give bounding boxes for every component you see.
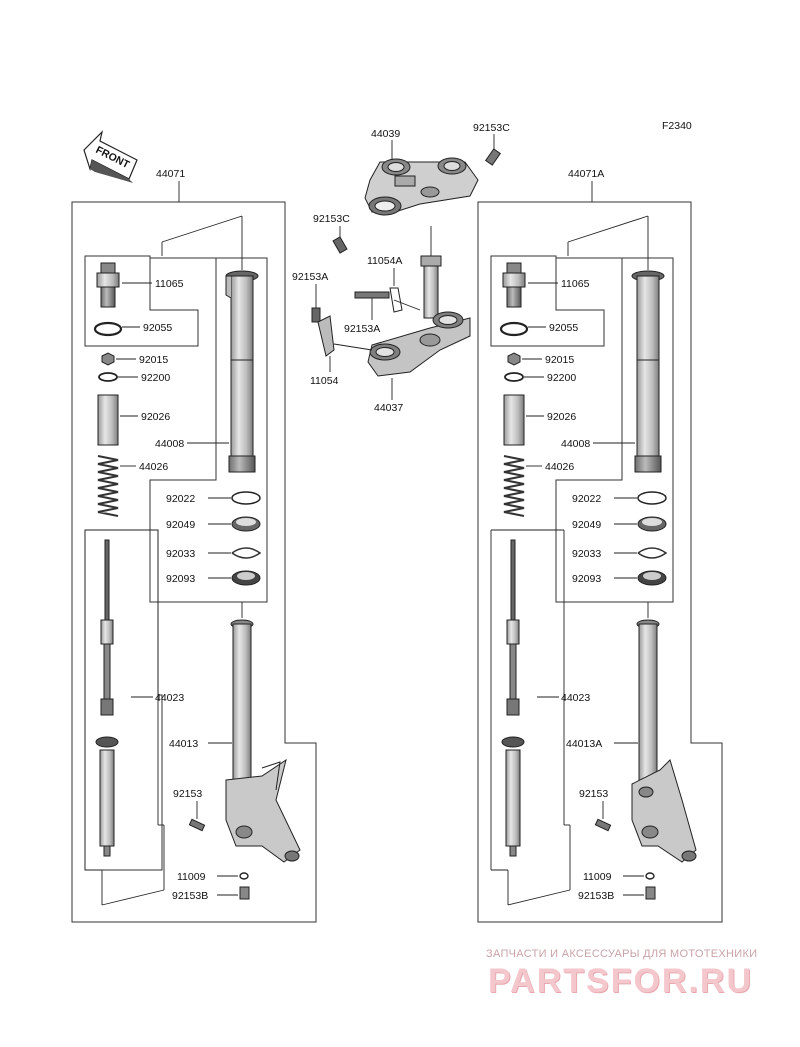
bolt-icon bbox=[311, 307, 321, 323]
watermark-brand: PARTSFOR.RU bbox=[488, 962, 754, 1000]
steering-stem-icon bbox=[420, 255, 442, 319]
o-ring-icon bbox=[499, 321, 529, 337]
label-92093: 92093 bbox=[572, 573, 601, 585]
seal-group-outline bbox=[555, 257, 674, 603]
label-92093: 92093 bbox=[166, 573, 195, 585]
label-92049: 92049 bbox=[166, 519, 195, 531]
bolt-icon bbox=[332, 236, 348, 254]
label-92026: 92026 bbox=[547, 411, 576, 423]
label-92015: 92015 bbox=[545, 354, 574, 366]
label-92055: 92055 bbox=[143, 322, 172, 334]
seal-ring-icon bbox=[231, 491, 261, 505]
label-44023: 44023 bbox=[155, 692, 184, 704]
gasket-icon bbox=[239, 872, 249, 880]
cap-bolt-icon bbox=[96, 262, 120, 308]
label-11054A: 11054A bbox=[367, 255, 402, 267]
label-11054: 11054 bbox=[310, 375, 339, 387]
label-11009: 11009 bbox=[177, 871, 206, 883]
right-fork: 44071A 11065 92055 92015 92200 92026 bbox=[477, 168, 723, 923]
spring-icon bbox=[97, 455, 119, 517]
spring-icon bbox=[503, 455, 525, 517]
cylinder-icon bbox=[501, 736, 525, 857]
label-92153A-left: 92153A bbox=[292, 271, 328, 283]
cap-group-outline bbox=[84, 255, 199, 347]
spacer-icon bbox=[503, 394, 525, 446]
figure-code: F2340 bbox=[662, 120, 692, 132]
label-92153C-top: 92153C bbox=[473, 122, 510, 134]
label-92022: 92022 bbox=[166, 493, 195, 505]
label-92022: 92022 bbox=[572, 493, 601, 505]
o-ring-icon bbox=[93, 321, 123, 337]
assembly-label-right: 44071A bbox=[568, 168, 604, 180]
outer-tube-icon bbox=[631, 270, 665, 473]
label-92153C-mid: 92153C bbox=[313, 213, 350, 225]
bracket-icon bbox=[317, 315, 335, 357]
left-fork: 44071 11065 92055 92015 92200 bbox=[71, 168, 317, 923]
clamp-icon bbox=[389, 287, 403, 313]
label-44013: 44013 bbox=[169, 738, 198, 750]
bolt-icon bbox=[354, 291, 390, 299]
bolt-icon bbox=[239, 886, 250, 900]
lower-bracket-icon bbox=[367, 311, 471, 377]
label-44008: 44008 bbox=[155, 438, 184, 450]
seal-ring-icon bbox=[637, 491, 667, 505]
label-92153A-mid: 92153A bbox=[344, 323, 380, 335]
label-92153: 92153 bbox=[173, 788, 202, 800]
nut-icon bbox=[101, 352, 115, 366]
assembly-label-left: 44071 bbox=[156, 168, 185, 180]
washer-icon bbox=[98, 372, 118, 382]
label-92049: 92049 bbox=[572, 519, 601, 531]
nut-icon bbox=[507, 352, 521, 366]
upper-bracket-icon bbox=[364, 157, 479, 216]
cap-group-outline bbox=[490, 255, 605, 347]
front-arrow-icon: FRONT bbox=[83, 130, 138, 183]
label-92200: 92200 bbox=[141, 372, 170, 384]
seal-group-outline bbox=[149, 257, 268, 603]
watermark-tagline: ЗАПЧАСТИ И АКСЕССУАРЫ ДЛЯ МОТОТЕХНИКИ bbox=[486, 948, 758, 960]
label-92026: 92026 bbox=[141, 411, 170, 423]
outer-tube-icon bbox=[225, 270, 259, 473]
damper-rod-icon bbox=[100, 539, 114, 716]
label-44008: 44008 bbox=[561, 438, 590, 450]
bolt-icon bbox=[645, 886, 656, 900]
gasket-icon bbox=[645, 872, 655, 880]
label-44026: 44026 bbox=[139, 461, 168, 473]
label-44023: 44023 bbox=[561, 692, 590, 704]
inner-tube-icon bbox=[225, 619, 301, 863]
label-44037: 44037 bbox=[374, 402, 403, 414]
label-11065: 11065 bbox=[155, 278, 184, 290]
label-92055: 92055 bbox=[549, 322, 578, 334]
label-92033: 92033 bbox=[166, 548, 195, 560]
assembly-outline bbox=[477, 201, 723, 923]
steering-assembly: 44039 92153C 92153C 44037 11054 bbox=[292, 122, 510, 414]
label-92200: 92200 bbox=[547, 372, 576, 384]
label-11009: 11009 bbox=[583, 871, 612, 883]
circlip-icon bbox=[637, 547, 668, 559]
bolt-icon bbox=[188, 818, 206, 832]
label-44026: 44026 bbox=[545, 461, 574, 473]
assembly-outline bbox=[71, 201, 317, 923]
label-92015: 92015 bbox=[139, 354, 168, 366]
damper-rod-icon bbox=[506, 539, 520, 716]
label-44039: 44039 bbox=[371, 128, 400, 140]
bolt-icon bbox=[485, 148, 501, 166]
cylinder-icon bbox=[95, 736, 119, 857]
circlip-icon bbox=[231, 547, 262, 559]
bolt-icon bbox=[594, 818, 612, 832]
inner-tube-icon bbox=[631, 619, 697, 863]
cap-bolt-icon bbox=[502, 262, 526, 308]
washer-icon bbox=[504, 372, 524, 382]
label-44013A: 44013A bbox=[566, 738, 602, 750]
label-92153: 92153 bbox=[579, 788, 608, 800]
label-92033: 92033 bbox=[572, 548, 601, 560]
label-11065: 11065 bbox=[561, 278, 590, 290]
label-92153B: 92153B bbox=[172, 890, 208, 902]
label-92153B: 92153B bbox=[578, 890, 614, 902]
spacer-icon bbox=[97, 394, 119, 446]
